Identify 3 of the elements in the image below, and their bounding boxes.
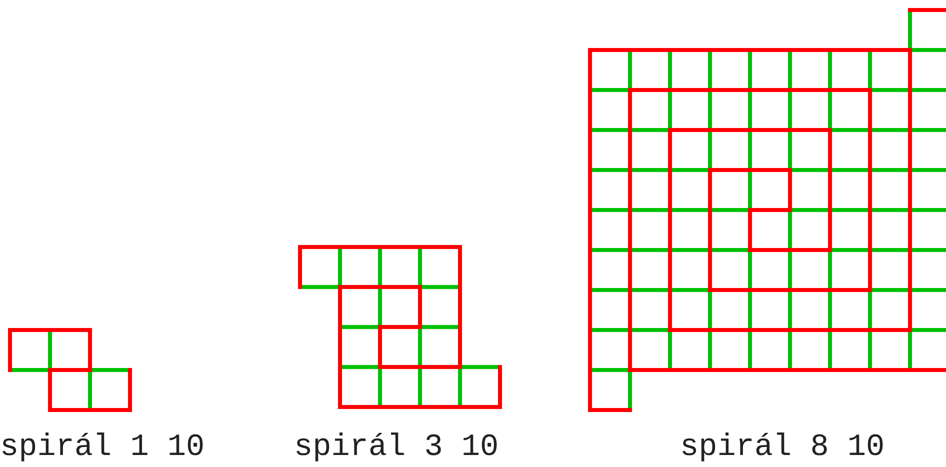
caption: spirál 1 10 — [0, 430, 205, 466]
caption: spirál 8 10 — [680, 430, 885, 466]
caption: spirál 3 10 — [294, 430, 499, 466]
